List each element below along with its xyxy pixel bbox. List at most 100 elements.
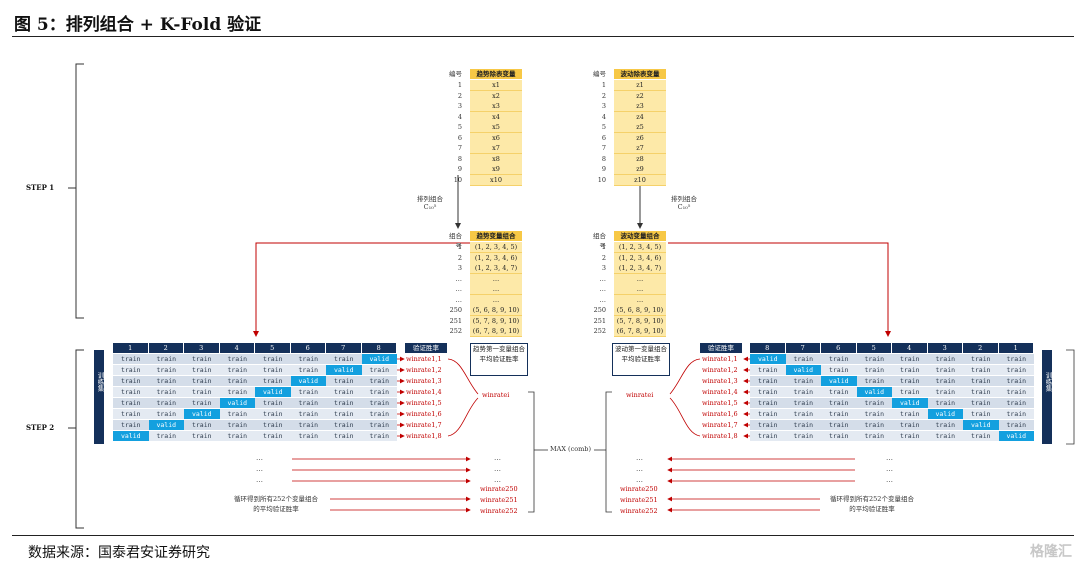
left-kfold-train-cell: train [361, 398, 397, 409]
left-kfold-train-cell: train [184, 376, 220, 387]
left-winrate: winrate1,1 [406, 355, 442, 363]
left-combo-index: 252 [449, 327, 462, 335]
left-kfold-train-cell: train [148, 376, 184, 387]
left-combo-value: (1, 2, 3, 4, 5) [470, 242, 522, 253]
right-kfold-train-cell: train [963, 387, 999, 398]
left-kfold-fold-header: 5 [255, 343, 291, 353]
right-tail-winrate-252: winrate252 [620, 507, 658, 515]
right-winrate: winrate1,3 [702, 377, 738, 385]
left-kfold-fold-header: 3 [184, 343, 220, 353]
left-tail-winrate-252: winrate252 [480, 507, 518, 515]
left-kfold-train-cell: train [255, 420, 291, 431]
left-winrate: winrate1,6 [406, 410, 442, 418]
right-kfold-train-cell: train [892, 354, 928, 365]
right-list-index: 8 [601, 154, 606, 163]
left-combo-value: (1, 2, 3, 4, 6) [470, 252, 522, 264]
left-list-index: 8 [457, 154, 462, 163]
left-combo-index: 1 [457, 243, 462, 251]
right-combo-var-header: 波动变量组合 [614, 231, 666, 241]
max-comb-label: MAX (comb) [550, 445, 591, 453]
right-perm-formula: C₁₀⁵ [677, 203, 691, 211]
left-kfold-fold-header: 1 [113, 343, 149, 353]
left-avg-note: 趋势第一变量组合平均验证胜率 [470, 343, 528, 376]
watermark-logo: 格隆汇 [1030, 544, 1072, 560]
right-combo-value: … [614, 273, 666, 285]
right-combo-index: … [599, 295, 607, 304]
left-kfold-train-cell: train [184, 420, 220, 431]
right-kfold-train-cell: train [998, 409, 1034, 420]
right-list-value: z3 [614, 101, 666, 112]
left-kfold-train-cell: train [361, 431, 397, 442]
right-winrate: winrate1,6 [702, 410, 738, 418]
right-combo-value: (6, 7, 8, 9, 10) [614, 326, 666, 337]
right-tail-note-line2: 的平均验证胜率 [849, 505, 895, 513]
right-kfold-train-cell: train [963, 431, 999, 442]
right-kfold-train-cell: train [821, 398, 857, 409]
left-kfold-valid-cell: valid [361, 354, 397, 365]
left-kfold-train-cell: train [219, 420, 255, 431]
left-kfold-valid-cell: valid [219, 398, 255, 409]
right-list-index: 7 [601, 144, 606, 152]
right-combo-value: (1, 2, 3, 4, 6) [614, 252, 666, 264]
left-kfold-train-cell: train [290, 354, 326, 365]
left-kfold-train-cell: train [361, 387, 397, 398]
right-kfold-train-cell: train [750, 387, 786, 398]
right-kfold-train-cell: train [750, 431, 786, 442]
right-combo-index: … [599, 285, 607, 293]
right-kfold-train-cell: train [892, 431, 928, 442]
right-list-value: z1 [614, 80, 666, 91]
left-kfold-train-cell: train [255, 431, 291, 442]
left-perm-formula: C₁₀⁵ [423, 203, 437, 211]
left-kfold-train-cell: train [113, 354, 149, 365]
left-kfold-train-cell: train [148, 354, 184, 365]
right-combo-index: 251 [593, 316, 606, 325]
left-tail-note-line1: 循环得到所有252个变量组合 [234, 495, 318, 503]
left-tail-dots-5: … [494, 465, 501, 473]
right-tail-winrate-251: winrate251 [620, 496, 658, 504]
right-combo-index: 252 [593, 327, 606, 335]
left-kfold-valid-cell: valid [326, 365, 362, 376]
right-kfold-train-cell: train [750, 398, 786, 409]
left-list-index: 1 [457, 81, 462, 89]
right-kfold-train-cell: train [998, 387, 1034, 398]
left-combo-index-header: 组合号 [449, 232, 462, 250]
left-kfold-train-cell: train [326, 387, 362, 398]
right-list-value: z9 [614, 164, 666, 175]
left-winrate: winrate1,8 [406, 432, 442, 440]
left-train-set-bar: 训练集 [94, 350, 104, 444]
right-combo-value: … [614, 294, 666, 306]
left-combo-var-header: 趋势变量组合 [470, 231, 522, 241]
left-list-index: 5 [457, 123, 462, 131]
right-kfold-train-cell: train [892, 420, 928, 431]
right-tail-dots-6: … [886, 476, 893, 484]
right-kfold-train-cell: train [750, 420, 786, 431]
left-list-value: x1 [470, 80, 522, 91]
left-kfold-fold-header: 6 [290, 343, 326, 353]
right-winrate: winrate1,2 [702, 366, 738, 374]
right-perm-label: 排列组合 C₁₀⁵ [664, 193, 704, 211]
left-perm-text: 排列组合 [417, 195, 443, 203]
right-kfold-train-cell: train [892, 409, 928, 420]
right-kfold-train-cell: train [821, 409, 857, 420]
right-kfold-train-cell: train [927, 365, 963, 376]
right-kfold-fold-header: 5 [856, 343, 892, 353]
left-kfold-train-cell: train [113, 376, 149, 387]
left-kfold-train-cell: train [184, 387, 220, 398]
left-tail-dots-6: … [494, 476, 501, 484]
right-kfold-train-cell: train [963, 354, 999, 365]
left-combo-index: 250 [449, 306, 462, 314]
left-kfold-valid-cell: valid [290, 376, 326, 387]
right-kfold-train-cell: train [821, 354, 857, 365]
left-kfold-train-cell: train [219, 409, 255, 420]
right-combo-index: … [599, 274, 607, 283]
left-kfold-train-cell: train [290, 420, 326, 431]
left-tail-dots-4: … [494, 454, 501, 462]
left-kfold-train-cell: train [113, 398, 149, 409]
left-kfold-train-cell: train [184, 354, 220, 365]
right-kfold-train-cell: train [856, 398, 892, 409]
left-list-index-header: 编号 [449, 70, 462, 78]
right-perm-text: 排列组合 [671, 195, 697, 203]
right-train-set-bar: 训练集 [1042, 350, 1052, 444]
right-list-index: 10 [597, 175, 606, 184]
top-divider [12, 36, 1074, 37]
